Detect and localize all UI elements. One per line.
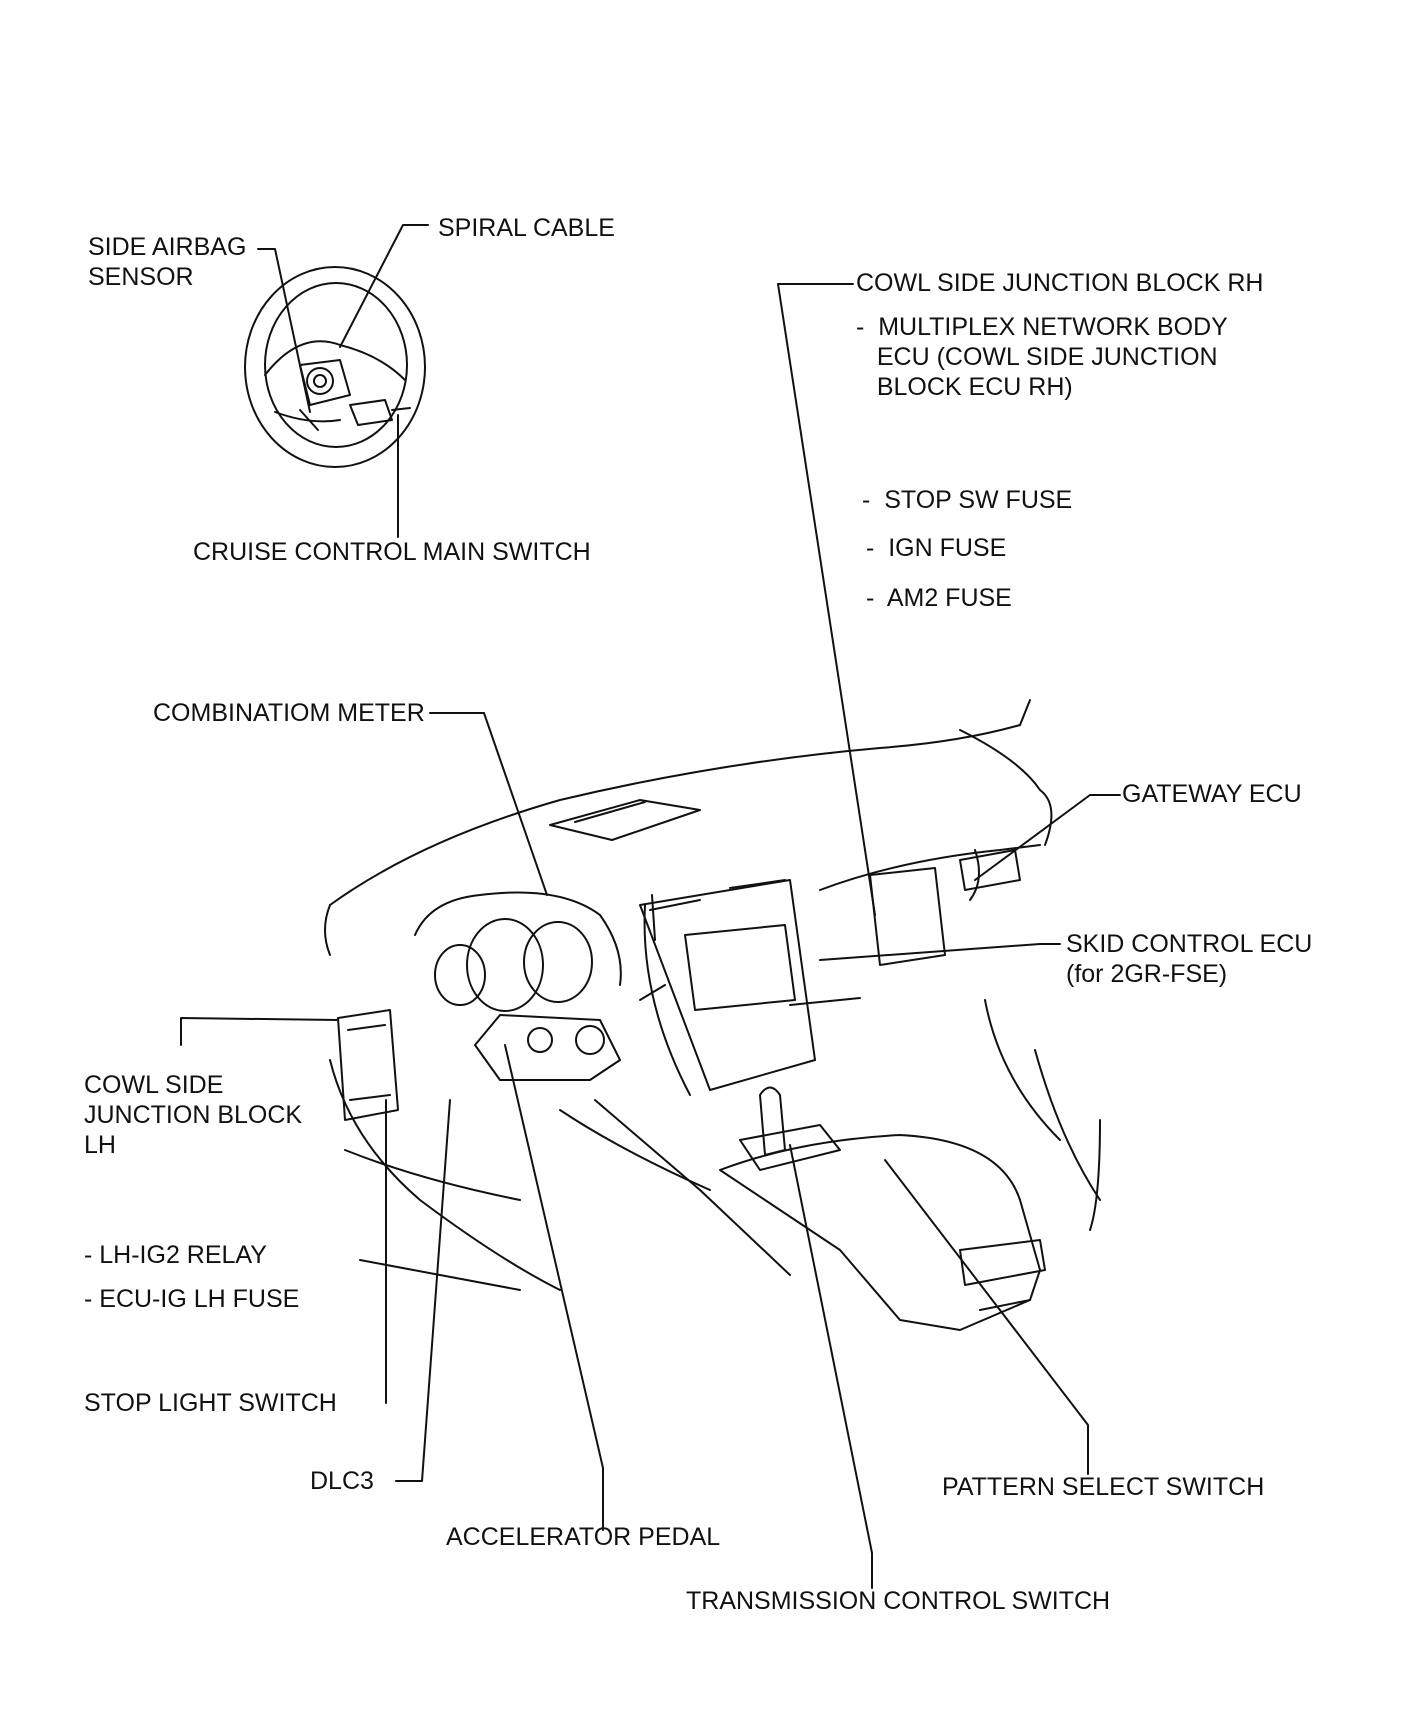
label-cowl-side-junction-block-lh: COWL SIDE JUNCTION BLOCK LH bbox=[84, 1071, 303, 1159]
label-stop-sw-fuse: - STOP SW FUSE bbox=[862, 486, 1073, 514]
label-lh-ig2-relay: - LH-IG2 RELAY bbox=[84, 1241, 267, 1269]
instrument-panel-illustration bbox=[324, 699, 1101, 1331]
label-cowl-side-junction-block-rh: COWL SIDE JUNCTION BLOCK RH bbox=[856, 269, 1264, 297]
label-cruise-control-main-switch: CRUISE CONTROL MAIN SWITCH bbox=[193, 538, 591, 566]
label-multiplex-network-body-ecu: - MULTIPLEX NETWORK BODY ECU (COWL SIDE … bbox=[856, 313, 1228, 401]
label-transmission-control-switch: TRANSMISSION CONTROL SWITCH bbox=[686, 1587, 1111, 1615]
label-gateway-ecu: GATEWAY ECU bbox=[1122, 780, 1302, 808]
label-am2-fuse: - AM2 FUSE bbox=[866, 584, 1012, 612]
label-spiral-cable: SPIRAL CABLE bbox=[438, 214, 615, 242]
label-side-airbag-sensor: SIDE AIRBAG SENSOR bbox=[88, 233, 247, 291]
leader-lines bbox=[180, 224, 1121, 1589]
label-combination-meter: COMBINATIOM METER bbox=[153, 699, 425, 727]
label-pattern-select-switch: PATTERN SELECT SWITCH bbox=[942, 1473, 1265, 1501]
label-dlc3: DLC3 bbox=[310, 1467, 374, 1495]
label-ign-fuse: - IGN FUSE bbox=[866, 534, 1007, 562]
label-ecu-ig-lh-fuse: - ECU-IG LH FUSE bbox=[84, 1285, 300, 1313]
label-accelerator-pedal: ACCELERATOR PEDAL bbox=[446, 1523, 721, 1551]
label-skid-control-ecu: SKID CONTROL ECU (for 2GR-FSE) bbox=[1066, 930, 1313, 988]
label-stop-light-switch: STOP LIGHT SWITCH bbox=[84, 1389, 337, 1417]
